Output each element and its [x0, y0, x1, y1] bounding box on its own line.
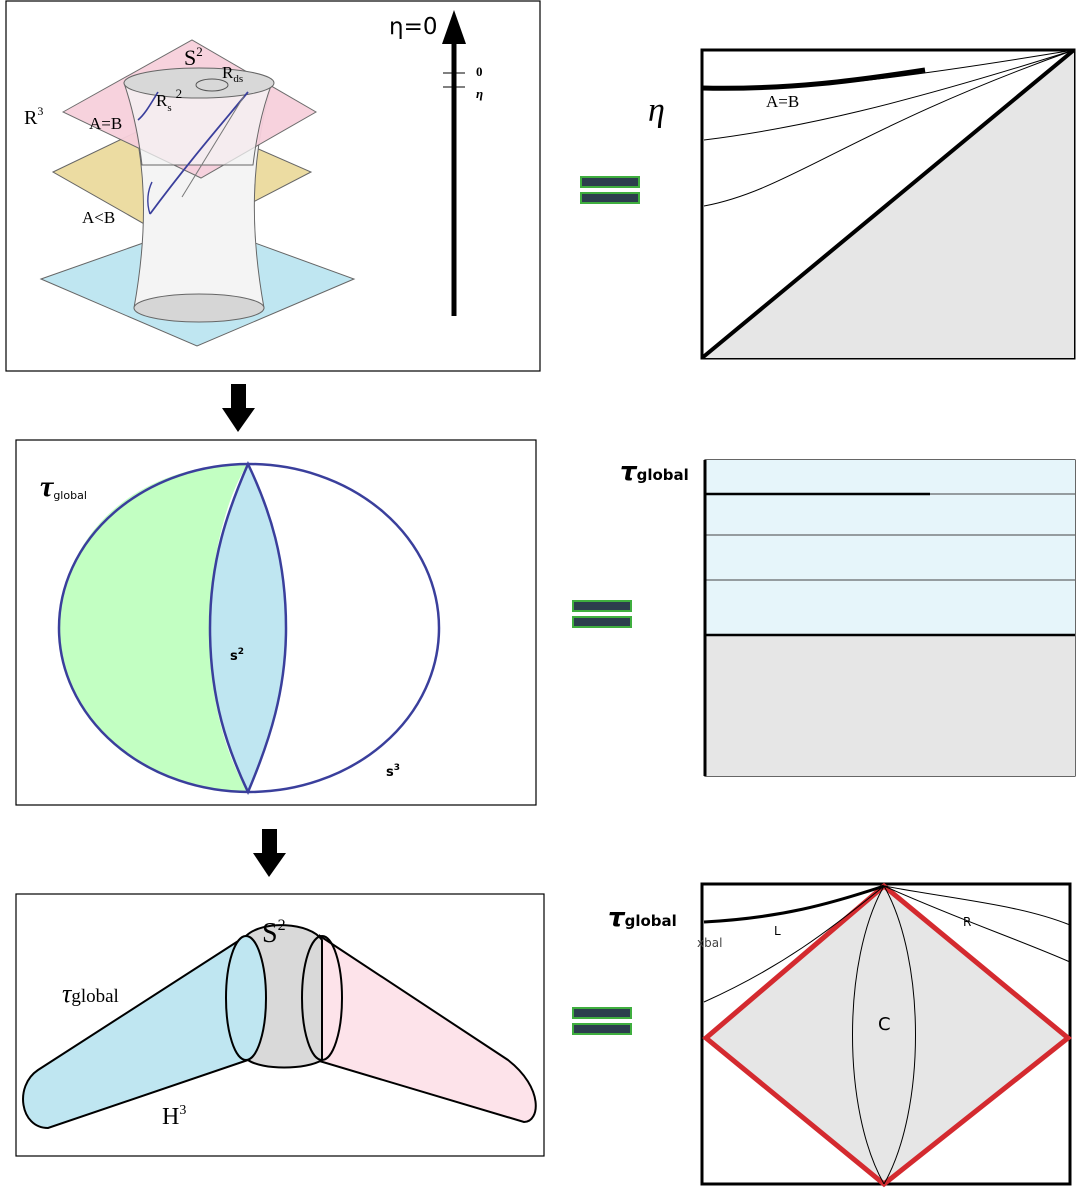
label-H3: H3: [162, 1103, 186, 1130]
a-eq-b-curve: [137, 91, 159, 121]
label-Rs2: Rs2: [156, 86, 182, 114]
s2-neck: [244, 924, 323, 1069]
panel-4-strips: τglobal: [620, 457, 1076, 777]
label-R: R: [963, 915, 971, 929]
panel-3-circle: τglobal s2 s3: [15, 439, 537, 806]
label-tau-global: τglobal: [620, 457, 689, 487]
down-arrow-2: [253, 829, 286, 877]
label-S2: S2: [262, 917, 286, 949]
right-arm: [314, 934, 537, 1124]
label-eta: η: [648, 92, 665, 129]
hyperboloid-top-cap: [123, 67, 275, 99]
panel-1-hyperboloid: S2 Rds Rs2 R3 A=B A<B η=0 0 η: [5, 0, 541, 372]
slice-lower: [703, 49, 1075, 207]
label-xbal: xbal: [697, 936, 722, 950]
slice-right-2: [883, 885, 1071, 963]
label-S2: S2: [184, 44, 203, 70]
pale-blue-region: [705, 460, 1075, 635]
equals-sign-2: [572, 600, 632, 628]
lens-right: [883, 885, 916, 1185]
equals-sign-3: [572, 1007, 632, 1035]
slice-middle: [703, 49, 1075, 141]
green-half: [60, 464, 248, 792]
lens-left: [852, 885, 885, 1185]
guide-line: [181, 95, 245, 198]
h3-left-arm: [22, 934, 250, 1130]
grey-region: [705, 635, 1075, 776]
label-Rds: Rds: [222, 63, 243, 85]
label-R3: R3: [24, 104, 43, 129]
down-arrow-1: [222, 384, 255, 432]
label-s2: s2: [230, 647, 244, 664]
slice-top-left: [703, 884, 885, 924]
right-ring: [301, 935, 343, 1061]
label-eta-zero: η=0: [389, 14, 437, 40]
hyperboloid-upper: [123, 82, 273, 166]
s2-lens: [208, 460, 288, 796]
panel-2-square: A=B η: [648, 48, 1076, 360]
equals-sign-1: [580, 176, 640, 204]
label-tau-global: τglobal: [608, 903, 677, 933]
label-a-lt-b: A<B: [82, 208, 115, 227]
hyperboloid-bottom-cap: [133, 293, 265, 323]
panel-6-diamond: τglobal xbal L R C: [608, 882, 1072, 1188]
label-C: C: [878, 1014, 891, 1035]
label-a-eq-b: A=B: [766, 92, 799, 111]
label-tau-global: τglobal: [62, 979, 119, 1008]
label-a-eq-b: A=B: [89, 114, 122, 133]
label-tau-global: τglobal: [40, 470, 87, 503]
label-L: L: [774, 924, 781, 938]
diagonal: [700, 48, 1076, 360]
eta-axis-arrowhead: [442, 10, 466, 44]
slice-left-1: [703, 885, 885, 1003]
a-lt-b-curve: [149, 91, 249, 215]
slice-right-1: [883, 885, 1071, 926]
label-tick-eta: η: [476, 86, 483, 101]
label-s3: s3: [386, 763, 400, 780]
slice-a-eq-b: [701, 67, 926, 91]
rds-circle: [195, 78, 229, 92]
left-ring: [225, 935, 267, 1061]
panel-5-tube: S2 τglobal H3: [15, 893, 545, 1157]
label-tick-0: 0: [476, 64, 483, 79]
a-lt-b-hook: [147, 181, 153, 215]
